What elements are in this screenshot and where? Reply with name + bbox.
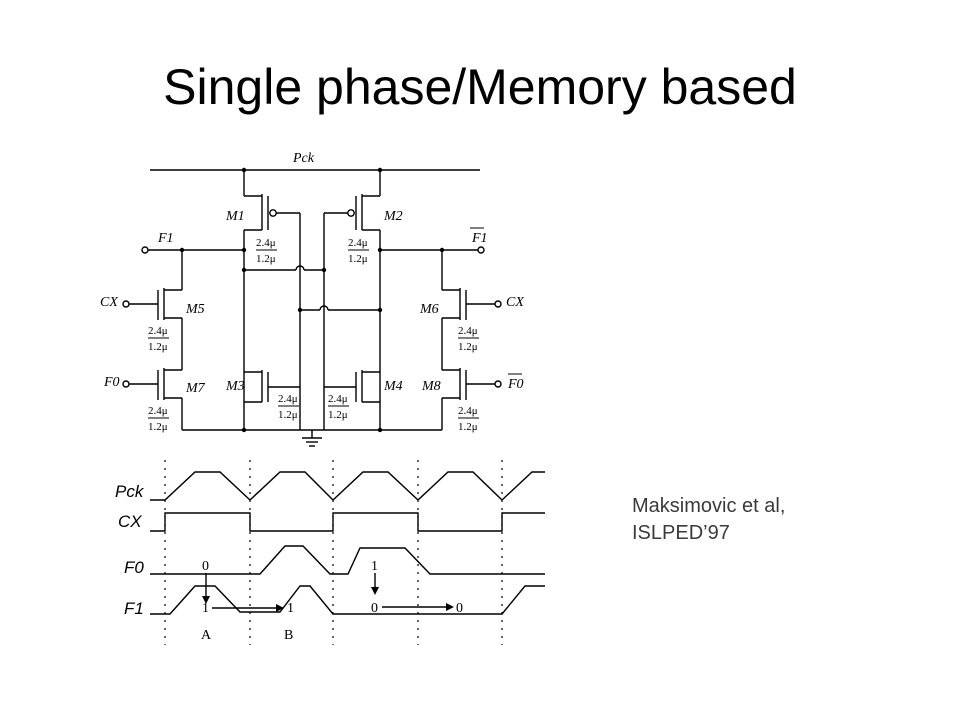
phase-label-a: A	[201, 628, 212, 643]
transistor-m8: F0 M8 2.4μ 1.2μ	[421, 368, 524, 433]
svg-text:1.2μ: 1.2μ	[458, 421, 478, 433]
transistor-m5: CX M5 2.4μ 1.2μ	[100, 250, 205, 370]
timing-diagram: Pck CX F0 F1 0 1 1 1 0 0 A B	[115, 460, 545, 645]
signal-label-f0: F0	[124, 558, 144, 577]
svg-text:1.2μ: 1.2μ	[256, 253, 276, 265]
waveform-f0	[150, 545, 545, 575]
m8-label: M8	[421, 379, 441, 394]
slide-title: Single phase/Memory based	[163, 59, 797, 115]
right-output-label: F1	[471, 231, 488, 246]
signal-label-cx: CX	[118, 512, 142, 531]
transistor-m6: CX M6 2.4μ 1.2μ	[419, 250, 524, 370]
citation-line-2: ISLPED’97	[632, 522, 730, 544]
svg-text:2.4μ: 2.4μ	[278, 393, 298, 405]
f1-mark-1: 1	[287, 601, 294, 616]
signal-label-pck: Pck	[115, 482, 145, 501]
waveform-f1	[150, 585, 545, 615]
right-control-label: CX	[506, 295, 524, 310]
svg-text:1.2μ: 1.2μ	[348, 253, 368, 265]
phase-label-b: B	[284, 628, 293, 643]
svg-text:1.2μ: 1.2μ	[278, 409, 298, 421]
right-input-label: F0	[507, 377, 524, 392]
svg-text:2.4μ: 2.4μ	[348, 237, 368, 249]
svg-text:1.2μ: 1.2μ	[328, 409, 348, 421]
svg-text:1.2μ: 1.2μ	[148, 421, 168, 433]
f0-mark-1: 1	[371, 559, 378, 574]
transistor-m3: M3 2.4μ 1.2μ	[225, 370, 300, 421]
svg-text:2.4μ: 2.4μ	[148, 405, 168, 417]
transistor-m1: M1 2.4μ 1.2μ	[225, 170, 301, 430]
left-output-label: F1	[157, 231, 174, 246]
svg-text:2.4μ: 2.4μ	[148, 325, 168, 337]
m1-label: M1	[225, 209, 245, 224]
f0-mark-0: 0	[202, 559, 209, 574]
waveform-cx	[150, 512, 545, 532]
citation: Maksimovic et al, ISLPED’97	[632, 493, 785, 547]
svg-text:2.4μ: 2.4μ	[256, 237, 276, 249]
m2-label: M2	[383, 209, 403, 224]
transistor-m7: F0 M7 2.4μ 1.2μ	[103, 368, 206, 433]
svg-text:1.2μ: 1.2μ	[148, 341, 168, 353]
m4-label: M4	[383, 379, 403, 394]
m5-label: M5	[185, 302, 205, 317]
waveform-pck	[150, 471, 545, 501]
transistor-m2: M2 2.4μ 1.2μ	[323, 170, 403, 430]
svg-text:2.4μ: 2.4μ	[458, 405, 478, 417]
m3-label: M3	[225, 379, 245, 394]
signal-label-f1: F1	[124, 599, 144, 618]
ground-icon	[302, 430, 322, 447]
left-control-label: CX	[100, 295, 118, 310]
f1-mark-3: 0	[456, 601, 463, 616]
transistor-m4: M4 2.4μ 1.2μ	[324, 370, 403, 421]
citation-line-1: Maksimovic et al,	[632, 495, 786, 517]
f1-mark-0: 1	[202, 601, 209, 616]
m7-label: M7	[185, 381, 206, 396]
svg-text:2.4μ: 2.4μ	[458, 325, 478, 337]
clock-label: Pck	[292, 151, 315, 166]
m6-label: M6	[419, 302, 439, 317]
svg-text:1.2μ: 1.2μ	[458, 341, 478, 353]
svg-text:2.4μ: 2.4μ	[328, 393, 348, 405]
left-input-label: F0	[103, 375, 120, 390]
f1-mark-2: 0	[371, 601, 378, 616]
